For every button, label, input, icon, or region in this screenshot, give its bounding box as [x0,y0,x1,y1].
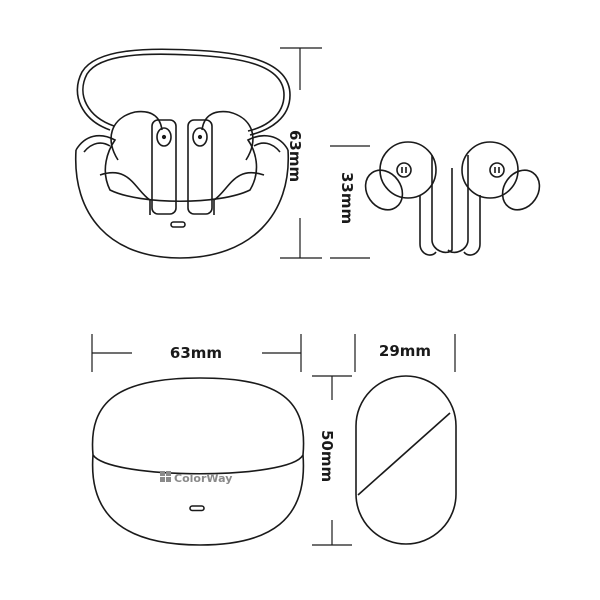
brand-logo-text: ColorWay [174,472,232,485]
colorway-logo: ColorWay [160,471,232,485]
open-case-illustration [74,48,291,259]
dimension-line-case-width [91,334,302,372]
closed-case-front-illustration [91,377,305,546]
closed-case-side-illustration [355,375,457,545]
case-depth-label: 29mm [379,342,431,360]
dimension-line-case-depth [354,334,456,372]
dimension-line-case-height [312,375,352,546]
dimension-line-earbud-height [330,145,370,259]
earbuds-illustration [364,141,541,256]
open-case-height-label: 63mm [286,130,304,182]
dimension-line-open-case-height [280,47,322,259]
case-height-label: 50mm [318,430,336,482]
case-width-label: 63mm [170,344,222,362]
earbud-height-label: 33mm [338,172,356,224]
